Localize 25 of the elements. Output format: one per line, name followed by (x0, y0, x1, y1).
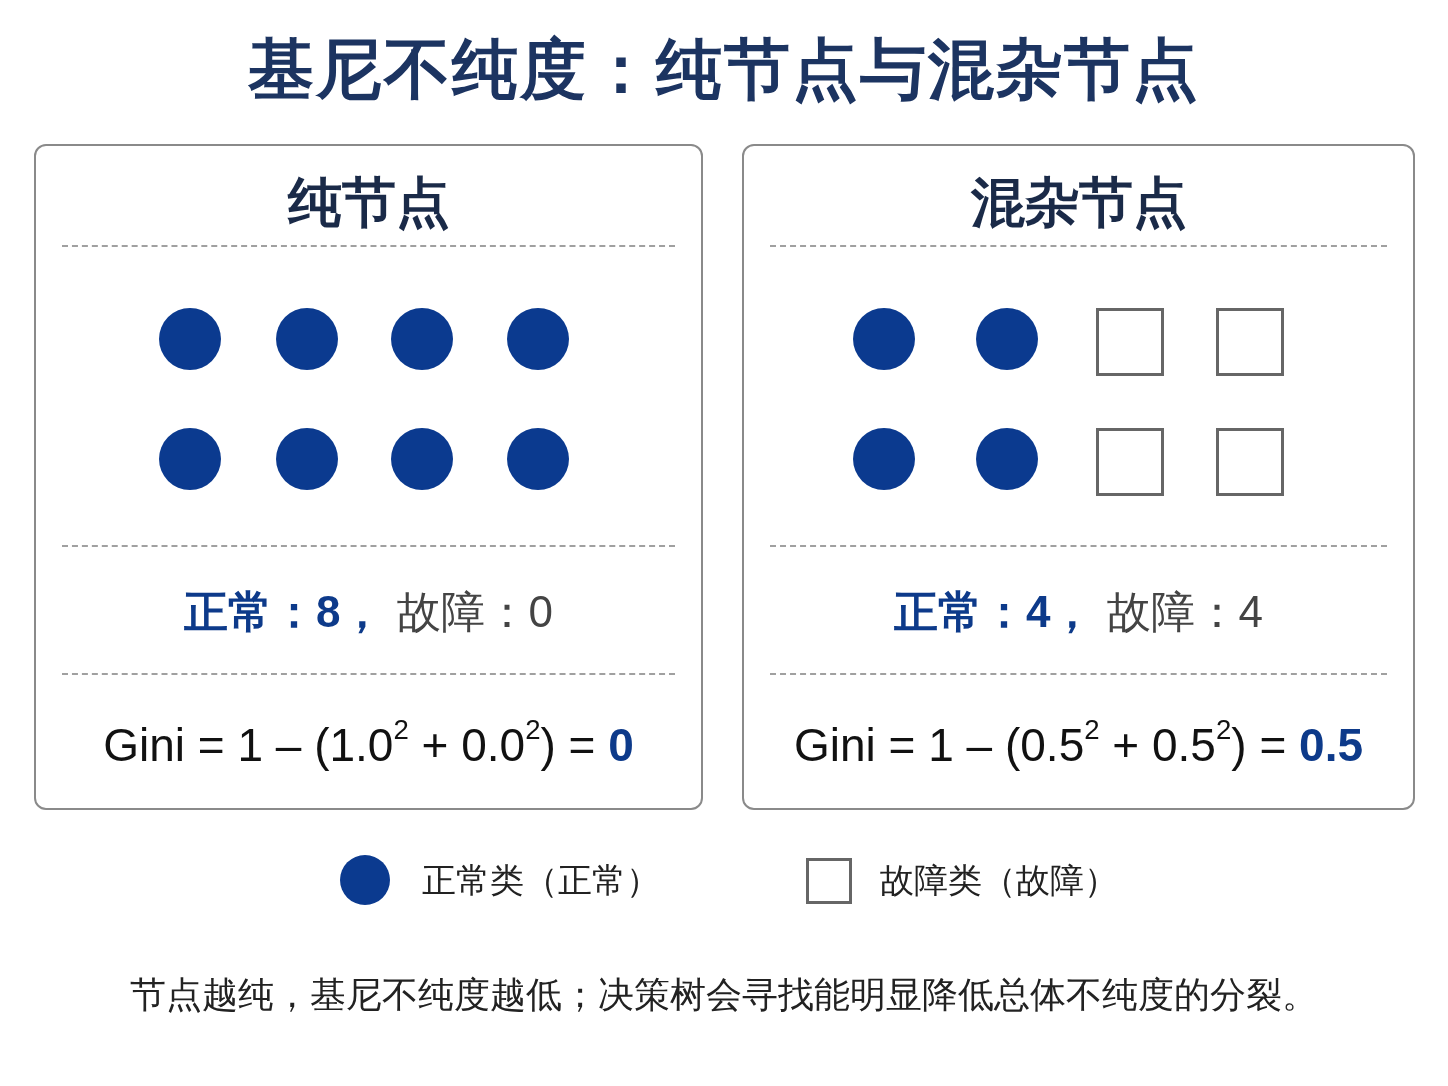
class-count: 正常：4， 故障：4 (893, 590, 1264, 634)
caption-text: 节点越纯，基尼不纯度越低；决策树会寻找能明显降低总体不纯度的分裂。 (130, 977, 1318, 1013)
dot-icon (507, 308, 569, 370)
panel-heading: 纯节点 (287, 175, 450, 229)
comparison-panel (742, 144, 1415, 810)
dot-icon (159, 308, 221, 370)
square-icon (1216, 428, 1284, 496)
dot-icon (391, 308, 453, 370)
dot-icon (507, 428, 569, 490)
dot-icon (276, 428, 338, 490)
comparison-panel (34, 144, 703, 810)
square-icon (1096, 308, 1164, 376)
dot-icon (853, 428, 915, 490)
legend-label: 正常类（正常） (422, 863, 660, 897)
dot-icon (159, 428, 221, 490)
dot-icon (976, 308, 1038, 370)
dot-icon (853, 308, 915, 370)
dot-icon (391, 428, 453, 490)
panel-heading: 混杂节点 (970, 175, 1187, 229)
square-icon (1216, 308, 1284, 376)
square-icon (1096, 428, 1164, 496)
dot-icon (276, 308, 338, 370)
dot-icon (976, 428, 1038, 490)
class-count: 正常：8， 故障：0 (183, 590, 554, 634)
legend-label: 故障类（故障） (880, 863, 1118, 897)
